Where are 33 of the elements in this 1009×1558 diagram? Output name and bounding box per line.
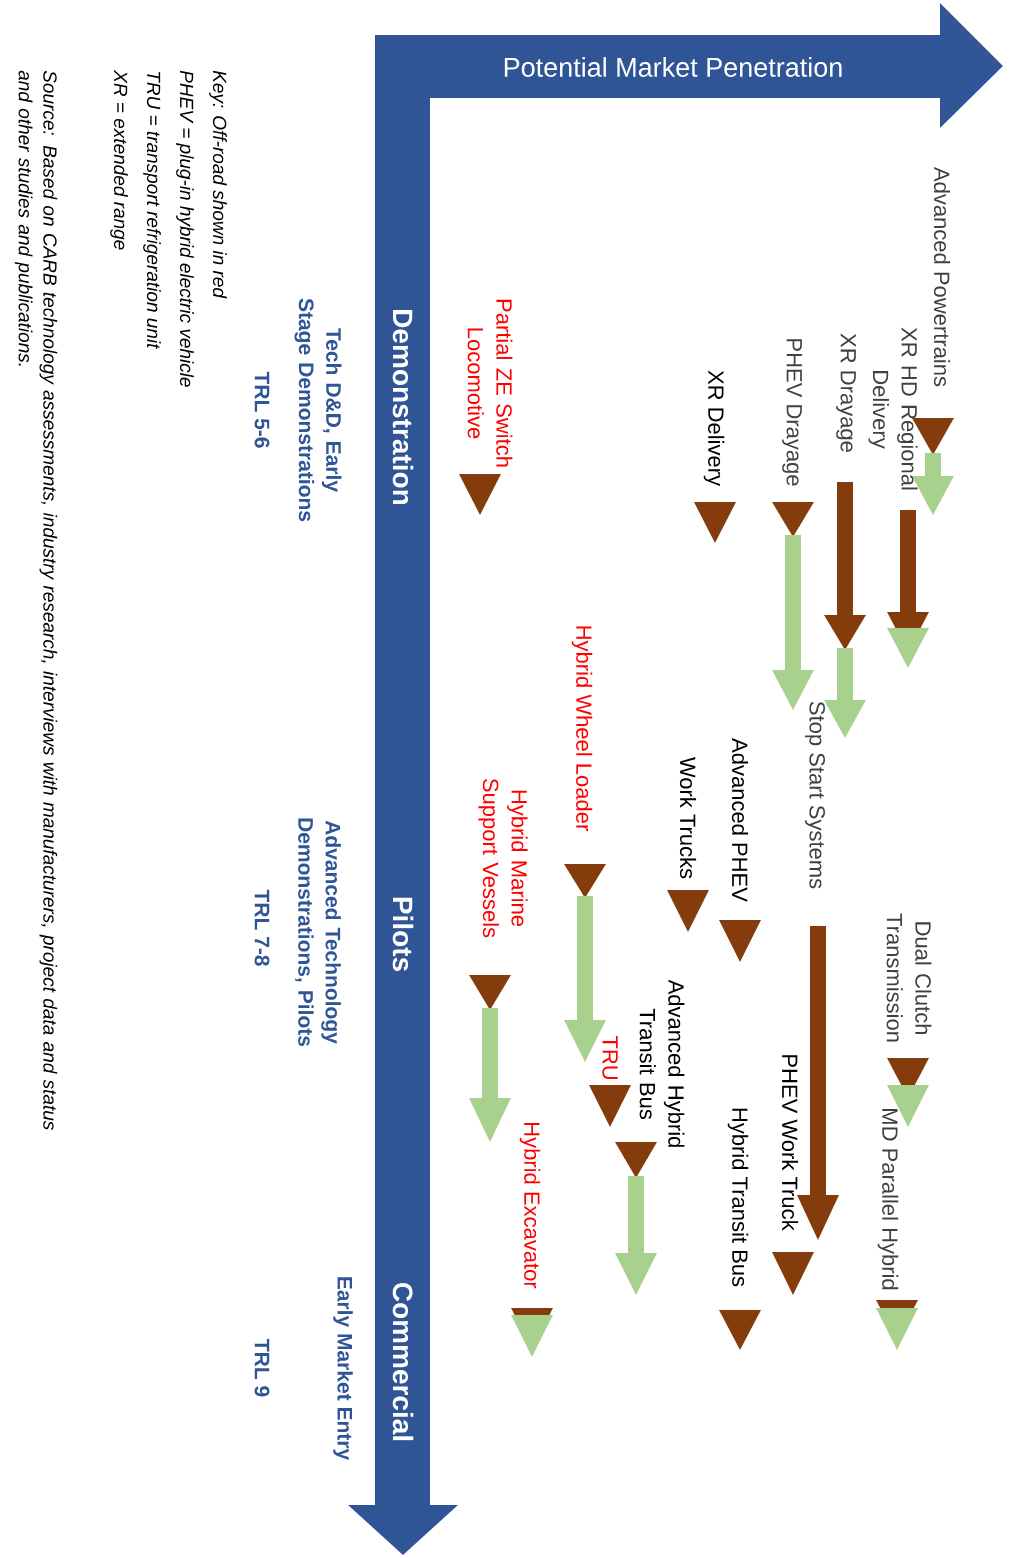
source-note: Source: Based on CARB technology assessments, industry research, interviews with manufacturers, project data and status and other studies and publications.: [14, 70, 58, 1130]
readiness-level: TRL 7-8: [254, 889, 270, 966]
stage-description: Tech D&D, Early Stage Demonstrations: [294, 298, 342, 522]
readiness-level: TRL 9: [254, 1339, 270, 1397]
technology-label: Stop Start Systems: [805, 701, 825, 889]
technology-label: PHEV Drayage: [782, 339, 802, 486]
technology-label: Hybrid Excavator: [519, 1123, 541, 1289]
stage-label: Pilots: [392, 897, 414, 971]
technology-label: MD Parallel Hybrid: [877, 1109, 899, 1290]
technology-label: XR Delivery: [703, 370, 725, 486]
axis-title: Potential Market Penetration: [504, 57, 842, 77]
technology-label: Dual Clutch Transmission: [886, 913, 932, 1042]
key-note: XR = extended range: [110, 69, 128, 250]
technology-label: PHEV Work Truck: [781, 1055, 799, 1231]
technology-label: Partial ZE Switch Locomotive: [467, 299, 513, 467]
technology-label: XR Drayage: [836, 333, 856, 452]
technology-label: Advanced PHEV: [731, 738, 749, 902]
stage-label: Demonstration: [392, 310, 414, 505]
stage-label: Commercial: [392, 1283, 414, 1441]
stage-description: Advanced Technology Demonstrations, Pilots: [295, 818, 341, 1047]
stage-description: Early Market Entry: [333, 1277, 353, 1461]
key-note: TRU = transport refrigeration unit: [143, 71, 161, 350]
technology-label: XR HD Regional Delivery: [868, 327, 918, 490]
technology-label: Hybrid Marine Support Vessels: [478, 778, 528, 938]
technology-label: Hybrid Transit Bus: [727, 1108, 749, 1287]
technology-label: Advanced Powertrains: [933, 167, 951, 387]
technology-label: Advanced Hybrid Transit Bus: [639, 979, 685, 1147]
technology-label: Work Trucks: [679, 757, 697, 879]
readiness-level: TRL 5-6: [254, 371, 270, 448]
key-note: PHEV = plug-in hybrid electric vehicle: [176, 70, 194, 387]
technology-label: TRU: [602, 1035, 618, 1079]
technology-label: Hybrid Wheel Loader: [571, 626, 593, 831]
key-note: Key: Off-road shown in red: [209, 70, 227, 299]
